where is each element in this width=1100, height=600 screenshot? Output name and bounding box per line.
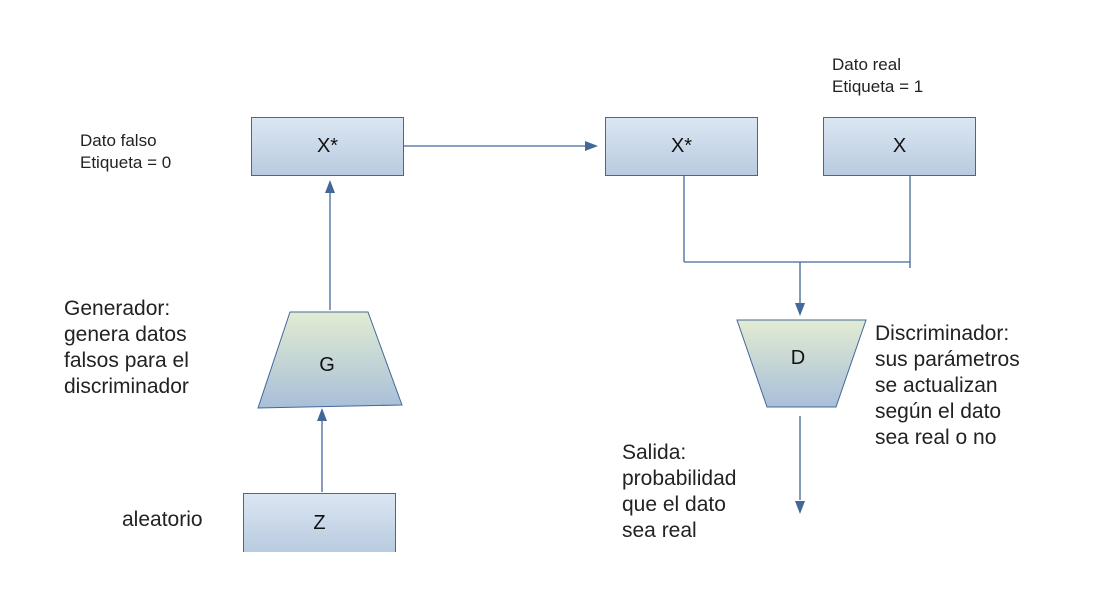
fake-input-label: X* (670, 135, 693, 157)
fake-data-label: Dato falso Etiqueta = 0 (80, 131, 172, 172)
arrowhead-merge-to-d (795, 303, 805, 316)
real-input-label: X (892, 135, 907, 157)
arrowhead-z-to-g (317, 408, 327, 421)
output-description: Salida: probabilidad que el dato sea rea… (622, 441, 737, 542)
noise-box: Z (243, 493, 396, 552)
generator-description: Generador: genera datos falsos para el d… (64, 297, 189, 398)
discriminator-label: D (790, 347, 806, 369)
discriminator-description: Discriminador: sus parámetros se actuali… (875, 322, 1020, 449)
generator-block (257, 311, 403, 409)
generator-label: G (319, 354, 335, 376)
real-data-label: Dato real Etiqueta = 1 (832, 55, 924, 96)
fake-output-label: X* (316, 135, 339, 157)
discriminator-block (736, 319, 867, 408)
fake-output-box: X* (251, 117, 404, 176)
noise-description: aleatorio (122, 508, 203, 531)
arrowhead-g-to-xfake (325, 180, 335, 193)
noise-label: Z (313, 511, 326, 534)
real-input-box: X (823, 117, 976, 176)
arrowhead-d-output (795, 501, 805, 514)
fake-input-box: X* (605, 117, 758, 176)
arrowhead-xfake-to-xfake (585, 141, 598, 151)
